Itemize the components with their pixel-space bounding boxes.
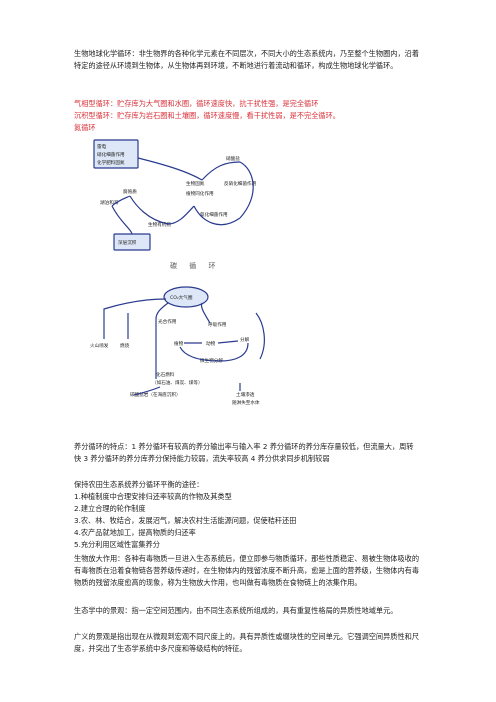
arrow-nitrate-loop [239,161,254,219]
measure-item-2: 2.建立合理的轮作制度 [74,504,146,513]
measure-item-4: 4.农产品就地加工，提高物质的归还率 [74,528,196,537]
arrow-to-lake [111,195,131,207]
land-label: 土壤渗透 [236,391,255,398]
features-paragraph: 养分循环的特点：1 养分循环有较高的养分输出率与输入率 2 养分循环的养分库存量… [74,442,414,463]
burn-label: 燃烧 [120,342,130,349]
carbon-cycle-title-svg: 碳 循 环 [170,261,220,270]
arrow-volcano-to-co2 [103,298,167,339]
arrow-decompose-loop [219,342,249,362]
denit-label: 反硝化细菌作用 [224,180,257,187]
co2-label: CO₂大气圈 [170,294,193,301]
arrow-to-organic [167,205,195,225]
arrow-to-nitrate [201,161,241,181]
atmos-label-1: 雷电 [97,143,107,150]
measure-item-5: 5.充分利用区域性富集养分 [74,540,160,549]
landscape-broad-definition: 广义的景观是指出现在从微观到宏观不同尺度上的，具有异质性或缀块性的空间单元。它强… [74,632,420,653]
decompose-label: 分解 [240,336,250,343]
arrow-animal-to-decompose [217,340,239,344]
measures-heading: 保持农田生态系统养分循环平衡的途径： [74,480,204,489]
arrow-co2-to-photo [155,302,169,320]
land-sub-label: 随淋失至水体 [232,399,260,406]
arrow-microbe-to-plant [179,346,221,362]
measure-item-1: 1.种植制度中合理安排归还率较高的作物及其类型 [74,492,232,501]
co2-atmosphere-ellipse [163,286,209,308]
arrow-resp-to-co2 [200,302,211,324]
carbon-cycle-diagram: CO₂大气圈 光合作用 呼吸作用 植物 动物 分解 微生物分解 火山喷发 燃烧 … [90,286,265,406]
atmosphere-box [93,139,139,169]
sedimentary-cycle-line: 沉积型循环：贮存库为岩石圈和土壤圈，循环速度慢，看干扰性弱，是不完全循环。 [74,111,340,120]
intro-paragraph: 生物地球化学循环：非生物界的各种化学元素在不同层次，不同大小的生态系统内，乃至整… [74,49,420,70]
volcano-label: 火山喷发 [90,342,109,349]
organic-label: 生物有机物 [148,221,171,228]
biofix-label: 生物固氮 [186,180,205,187]
animal-label: 动物 [206,340,216,347]
arrow-to-deep [111,205,133,235]
atmos-label-3: 化学肥料固氮 [97,159,125,166]
landscape-definition: 生态学中的景观：指一定空间范围内，由不同生态系统所组成的，具有重复性格局的异质性… [74,606,398,615]
assim-label: 植物同化作用 [186,190,214,197]
arrow-atmos-to-biofix [137,157,203,181]
arrow-ammonia [193,205,241,226]
humus-label: 腐殖质 [123,188,137,195]
measure-item-3: 3.农、林、牧结合，发展沼气，解决农村生活能源问题，促使秸秆还田 [74,516,297,525]
lake-label: 湖泊和海 [100,199,119,206]
arrow-fossil-to-sea [133,386,161,396]
plant-label: 植物 [174,340,184,347]
photosynthesis-label: 光合作用 [158,318,177,325]
fossil-sub-label: （如石油、煤炭、煤等） [152,379,203,386]
biomagnification-paragraph: 生物放大作用：各种有毒物质一旦进入生态系统后，便立即参与物质循环，那些性质稳定、… [74,554,420,587]
nitrogen-cycle-heading: 氮循环 [74,123,96,132]
sea-label: 碳酸盐岩（在海底沉积） [130,391,181,398]
nitrogen-cycle-diagram: 雷电 硝化细菌作用 化学肥料固氮 硝酸盐 生物固氮 反硝化细菌作用 植物同化作用… [93,139,257,251]
arrow-right-loop [255,312,265,360]
atmos-label-2: 硝化细菌作用 [97,151,125,158]
respiration-label: 呼吸作用 [208,321,227,328]
fossil-label: 化石燃料 [156,371,175,378]
deep-label: 深层沉积 [118,239,137,246]
arrow-to-humus [129,195,169,225]
nitrate-label: 硝酸盐 [226,155,240,162]
carbon-cycle-title: 碳 循 环 [170,261,220,270]
ammonia-label: 氨化细菌作用 [200,211,228,218]
gas-cycle-line: 气相型循环：贮存库为大气圈和水圈，循环速度快，抗干扰性强，是完全循环 [74,99,319,108]
